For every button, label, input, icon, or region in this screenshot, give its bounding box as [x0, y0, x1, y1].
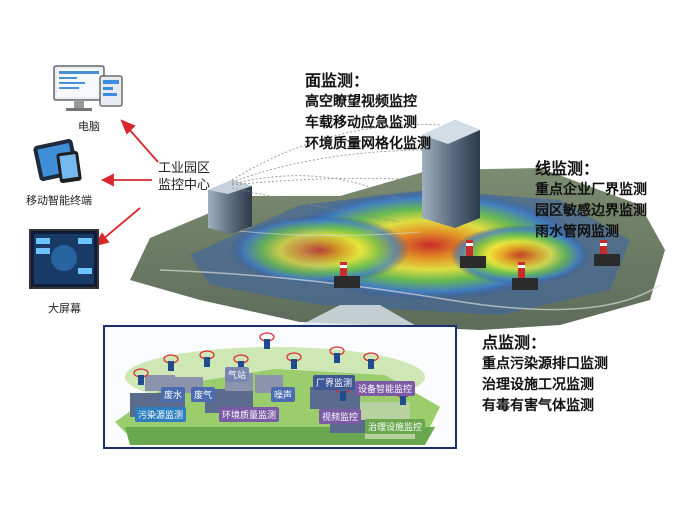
point-item: 有毒有害气体监测	[482, 398, 594, 414]
monitoring-center-building	[208, 180, 252, 234]
tag-noise: 噪声	[271, 387, 296, 402]
line-item: 重点企业厂界监测	[535, 182, 647, 198]
factory-icons	[334, 240, 620, 290]
computer-label: 电脑	[78, 120, 100, 133]
hub-line1: 工业园区	[158, 161, 211, 176]
tag-gas: 废气	[191, 387, 216, 402]
tag-treatment: 治理设施监控	[365, 419, 426, 434]
sensor-markers	[133, 332, 411, 405]
area-monitoring-title: 面监测：	[305, 71, 370, 90]
computer-icon	[53, 65, 123, 111]
area-item: 高空瞭望视频监控	[305, 94, 417, 110]
bigscreen-label: 大屏幕	[48, 302, 81, 315]
tag-water: 废水	[161, 387, 186, 402]
zoom-funnel	[295, 305, 420, 328]
mobile-icon	[33, 138, 82, 183]
tag-boundary: 厂界监测	[313, 375, 356, 390]
park-callout-panel: 废水 废气 气站 噪声 厂界监测 设备智能监控 污染源监测 环境质量监测 视频监…	[103, 325, 457, 449]
point-monitoring-title: 点监测：	[482, 333, 547, 352]
tag-video: 视频监控	[319, 409, 362, 424]
point-item: 治理设施工况监测	[482, 377, 594, 393]
point-monitoring-block: 点监测： 重点污染源排口监测 治理设施工况监测 有毒有害气体监测	[482, 332, 608, 417]
line-monitoring-block: 线监测： 重点企业厂界监测 园区敏感边界监测 雨水管网监测	[535, 158, 647, 243]
area-item: 环境质量网格化监测	[305, 136, 431, 152]
tag-quality: 环境质量监测	[219, 407, 280, 422]
point-item: 重点污染源排口监测	[482, 356, 608, 372]
hub-line2: 监控中心	[158, 178, 211, 193]
area-item: 车载移动应急监测	[305, 115, 417, 131]
mobile-label: 移动智能终端	[26, 194, 92, 207]
arrows	[94, 119, 159, 247]
line-monitoring-title: 线监测：	[535, 159, 600, 178]
line-item: 园区敏感边界监测	[535, 203, 647, 219]
skyscraper-building	[422, 120, 480, 228]
tag-equipment: 设备智能监控	[355, 381, 416, 396]
monitoring-center-label: 工业园区 监控中心	[158, 160, 210, 194]
line-item: 雨水管网监测	[535, 224, 619, 240]
sightlines	[231, 124, 441, 223]
tag-pollution: 污染源监测	[135, 407, 187, 422]
tag-station: 气站	[225, 367, 250, 382]
area-monitoring-block: 面监测： 高空瞭望视频监控 车载移动应急监测 环境质量网格化监测	[305, 70, 431, 155]
bigscreen-icon	[29, 229, 99, 289]
